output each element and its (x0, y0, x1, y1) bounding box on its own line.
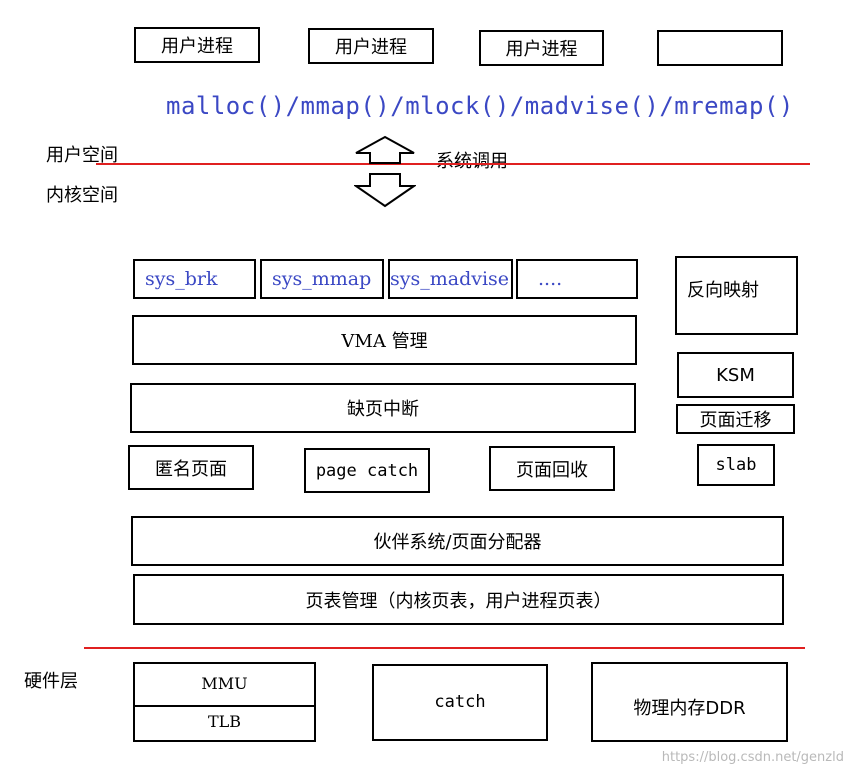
reverse-mapping-label: 反向映射 (687, 280, 759, 301)
slab-box: slab (697, 444, 775, 486)
sys-mmap-box: sys_mmap (260, 259, 384, 299)
hardware-layer-label: 硬件层 (24, 671, 78, 692)
mmu-label: MMU (201, 673, 248, 693)
syscall-more-box: .... (516, 259, 638, 299)
slab-label: slab (715, 455, 757, 475)
page-table-label: 页表管理（内核页表，用户进程页表） (305, 590, 612, 612)
ddr-label: 物理内存DDR (633, 698, 746, 719)
kernel-space-label: 内核空间 (46, 185, 118, 206)
page-reclaim-label: 页面回收 (516, 459, 588, 481)
user-process-box-1: 用户进程 (134, 27, 260, 63)
down-arrow-icon (354, 173, 416, 208)
mmu-tlb-box: MMU TLB (133, 662, 316, 742)
sys-madvise-label: sys_madvise (390, 268, 510, 290)
syscall-label: 系统调用 (436, 151, 508, 172)
page-migration-box: 页面迁移 (676, 404, 795, 434)
watermark-text: https://blog.csdn.net/genzld (661, 750, 844, 765)
vma-management-box: VMA 管理 (132, 315, 637, 365)
anon-pages-box: 匿名页面 (128, 445, 254, 490)
user-space-label: 用户空间 (46, 145, 118, 166)
api-calls-text: malloc()/mmap()/mlock()/madvise()/mremap… (166, 92, 794, 120)
page-table-box: 页表管理（内核页表，用户进程页表） (133, 574, 784, 625)
user-kernel-divider (96, 163, 810, 165)
tlb-label: TLB (207, 711, 242, 731)
buddy-allocator-label: 伙伴系统/页面分配器 (373, 532, 542, 553)
up-arrow-icon (355, 135, 415, 164)
sys-madvise-box: sys_madvise (388, 259, 513, 299)
user-process-label: 用户进程 (335, 37, 407, 58)
user-process-box-2: 用户进程 (308, 28, 434, 64)
reverse-mapping-box: 反向映射 (675, 256, 798, 335)
sys-brk-label: sys_brk (145, 268, 218, 290)
page-fault-label: 缺页中断 (347, 399, 419, 420)
page-fault-box: 缺页中断 (130, 383, 636, 433)
user-process-box-4 (657, 30, 783, 66)
user-process-label: 用户进程 (161, 36, 233, 57)
cache-box: catch (372, 664, 548, 741)
sys-brk-box: sys_brk (133, 259, 256, 299)
page-migration-label: 页面迁移 (699, 410, 772, 431)
user-process-box-3: 用户进程 (479, 30, 604, 66)
ksm-box: KSM (677, 352, 794, 398)
page-cache-box: page catch (304, 448, 430, 493)
page-reclaim-box: 页面回收 (489, 446, 615, 491)
mmu-tlb-divider (135, 705, 314, 707)
cache-label: catch (434, 692, 486, 712)
sys-mmap-label: sys_mmap (272, 268, 372, 290)
anon-pages-label: 匿名页面 (155, 458, 227, 480)
ddr-box: 物理内存DDR (591, 662, 788, 742)
user-process-label: 用户进程 (505, 39, 578, 60)
kernel-hardware-divider (84, 647, 805, 649)
page-cache-label: page catch (315, 460, 419, 481)
ksm-label: KSM (716, 364, 755, 386)
vma-management-label: VMA 管理 (341, 331, 428, 352)
syscall-more-label: .... (538, 268, 563, 290)
buddy-allocator-box: 伙伴系统/页面分配器 (131, 516, 784, 566)
